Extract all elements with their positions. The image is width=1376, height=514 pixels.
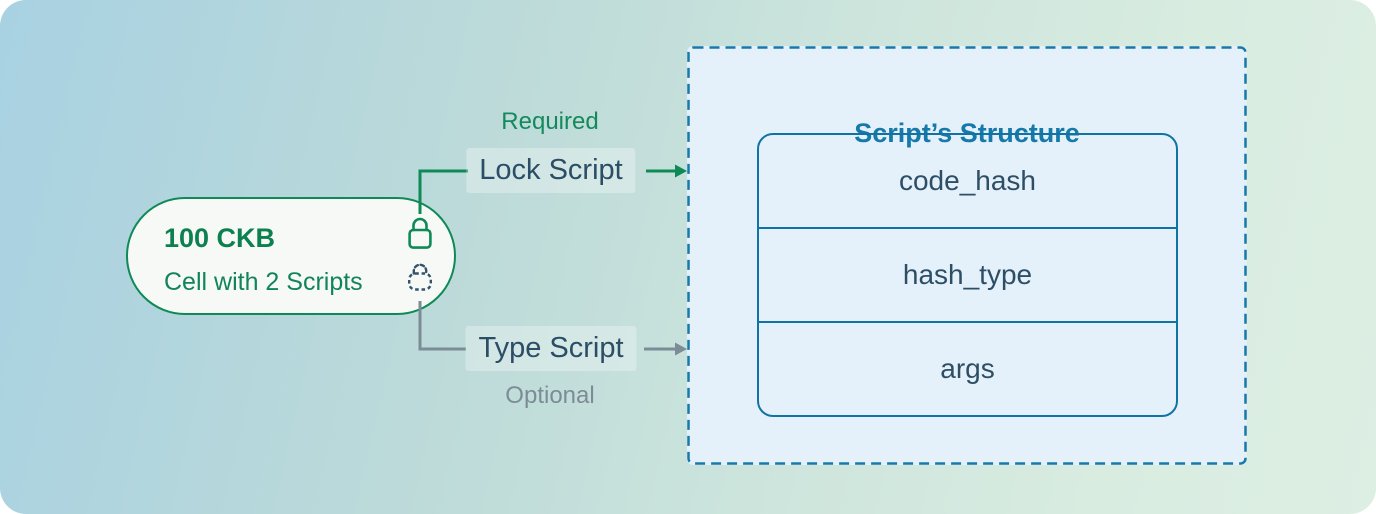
lock-body — [408, 228, 432, 249]
dashed-lock-icon — [407, 263, 433, 291]
dashed-lock-body — [407, 272, 433, 291]
cell-subtitle: Cell with 2 Scripts — [164, 268, 363, 296]
cell-capacity: 100 CKB — [164, 223, 276, 253]
cell-pill: 100 CKB Cell with 2 Scripts — [126, 197, 456, 315]
type-script-arrowhead — [675, 342, 687, 356]
lock-icon — [408, 217, 432, 249]
required-badge: Required — [501, 108, 599, 135]
dashed-border-rect — [687, 46, 1247, 465]
lock-script-label: Lock Script — [466, 148, 636, 193]
field-row-code-hash: code_hash — [898, 165, 1036, 196]
dashed-border — [687, 46, 1247, 465]
optional-badge: Optional — [505, 382, 595, 409]
type-script-label: Type Script — [465, 326, 637, 371]
script-fields-box: code_hash hash_type args — [757, 133, 1178, 417]
type-script-elbow-line — [418, 301, 466, 351]
script-structure-panel: Script’s Structure code_hash hash_type a… — [687, 46, 1247, 465]
lock-script-arrowhead — [675, 164, 687, 178]
field-row-args: args — [759, 321, 1176, 415]
dashed-lock-shackle — [412, 263, 428, 275]
field-row-hash-type: hash_type — [759, 227, 1176, 321]
lock-shackle — [412, 217, 428, 232]
